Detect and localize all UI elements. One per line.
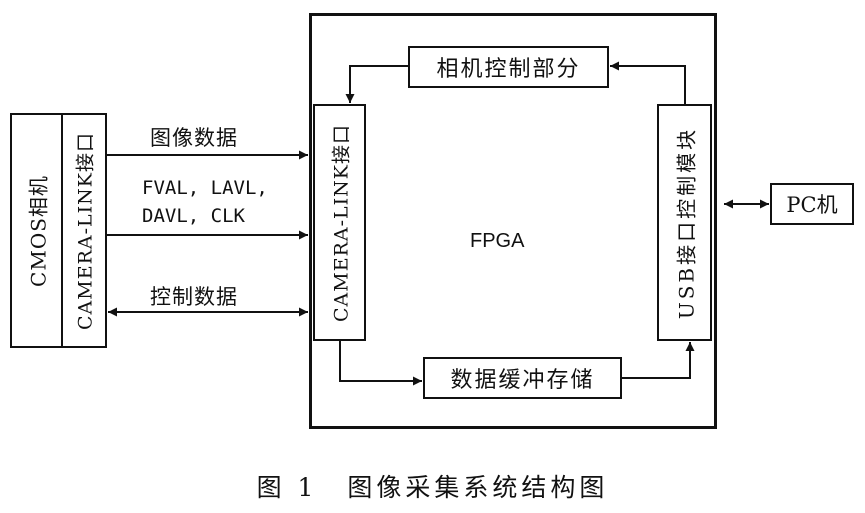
control-to-link-arrow [345,65,408,103]
control-data-label: 控制数据 [150,285,238,309]
figure-caption: 图 1 图像采集系统结构图 [0,468,865,504]
figure-title: 图像采集系统结构图 [347,473,609,502]
camera-control-label: 相机控制部分 [436,57,581,82]
usb-to-control-arrow [610,61,686,104]
pc-block: PC机 [770,183,854,225]
sync-signals-line2: DAVL, CLK [142,205,245,227]
sync-signals-line1: FVAL, LAVL, [142,177,268,199]
data-buffer-label: 数据缓冲存储 [450,368,595,393]
link-to-buffer-arrow [339,341,422,386]
pc-label: PC机 [786,193,838,217]
figure-number: 图 1 [256,473,318,502]
image-data-label: 图像数据 [150,126,238,150]
camera-link-interface-left: CAMERA-LINK接口 [61,113,107,348]
data-buffer-block: 数据缓冲存储 [423,357,622,399]
camera-link-interface-fpga: CAMERA-LINK接口 [313,104,366,341]
cmos-camera-block: CMOS相机 [10,113,63,348]
camera-control-block: 相机控制部分 [408,46,609,88]
usb-control-module: USB接口控制模块 [657,104,712,341]
fpga-label: FPGA [470,230,525,252]
buffer-to-usb-arrow [622,342,695,379]
